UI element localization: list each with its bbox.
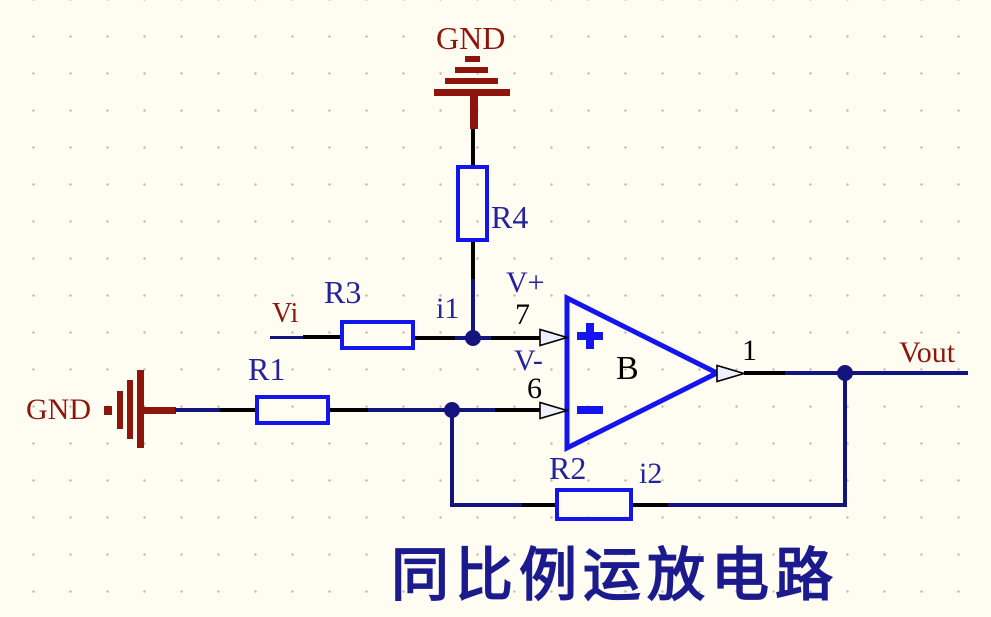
ground-left-icon[interactable] — [127, 380, 133, 439]
ground-top-icon[interactable] — [465, 56, 480, 62]
ground-left-icon[interactable] — [117, 391, 123, 429]
wire-vi-r3[interactable] — [303, 335, 341, 339]
wire-to-junction[interactable] — [368, 408, 458, 412]
resistor-r2[interactable] — [555, 488, 633, 521]
wire-r2-out[interactable] — [633, 503, 669, 507]
resistor-r4[interactable] — [456, 165, 489, 242]
r3-label[interactable]: R3 — [324, 274, 362, 310]
wire-r1-out[interactable] — [330, 408, 370, 412]
wire-gnd-stub[interactable] — [175, 408, 221, 412]
pin-arrow-glyph — [716, 364, 746, 383]
pin-arrow-1[interactable] — [716, 364, 746, 383]
schematic-title[interactable]: 同比例运放电路 — [391, 543, 840, 608]
ground-top-stem[interactable] — [470, 95, 478, 129]
vminus-net-label[interactable]: V- — [514, 344, 543, 377]
ground-top-icon[interactable] — [445, 78, 498, 84]
wire-junction-pin7[interactable] — [491, 336, 541, 340]
opamp-body — [564, 293, 723, 453]
ground-left-icon[interactable] — [137, 370, 144, 448]
wire-r3-junction[interactable] — [415, 336, 457, 340]
wire-junction-pin6[interactable] — [495, 408, 541, 412]
wire-r4-junction[interactable] — [471, 279, 475, 339]
junction-dot-i1[interactable] — [465, 330, 481, 346]
junction-dot-output[interactable] — [837, 365, 853, 381]
wire-r4-down[interactable] — [471, 242, 475, 280]
r4-label[interactable]: R4 — [491, 199, 529, 235]
plus-symbol — [586, 323, 594, 349]
pin1-number[interactable]: 1 — [742, 334, 757, 367]
wire-junction-stub-right[interactable] — [458, 408, 496, 412]
r2-label[interactable]: R2 — [549, 450, 587, 486]
pin-arrow-7[interactable] — [539, 328, 569, 347]
gnd-left-label[interactable]: GND — [26, 393, 91, 426]
ground-top-icon[interactable] — [434, 89, 510, 96]
wire-output[interactable] — [785, 371, 968, 375]
junction-dot-inverting[interactable] — [444, 402, 460, 418]
vplus-net-label[interactable]: V+ — [506, 266, 545, 299]
ground-left-stem[interactable] — [144, 407, 176, 414]
resistor-r1[interactable] — [255, 395, 330, 425]
pin6-number[interactable]: 6 — [527, 372, 542, 405]
wire-gnd-r4[interactable] — [471, 129, 475, 167]
ground-top-icon[interactable] — [455, 67, 488, 73]
vi-port-label[interactable]: Vi — [272, 298, 299, 329]
i1-net-label[interactable]: i1 — [436, 292, 460, 325]
wire-vi-stub[interactable] — [270, 336, 304, 339]
wire-pin1-out[interactable] — [744, 371, 786, 375]
opamp-designator[interactable]: B — [616, 350, 639, 387]
resistor-r3[interactable] — [340, 320, 415, 350]
wire-feedback-right[interactable] — [668, 503, 847, 507]
wire-feedback-left-vertical[interactable] — [450, 412, 454, 507]
wire-feedback-right-vertical[interactable] — [843, 377, 847, 507]
r1-label[interactable]: R1 — [248, 351, 286, 387]
ground-left-icon[interactable] — [104, 406, 112, 415]
vout-port-label[interactable]: Vout — [899, 336, 956, 369]
pin-arrow-glyph — [539, 328, 569, 347]
gnd-top-label[interactable]: GND — [436, 20, 506, 56]
wire-feedback-left[interactable] — [450, 503, 523, 507]
opamp-triangle[interactable] — [560, 293, 725, 455]
pin7-number[interactable]: 7 — [515, 298, 530, 331]
i2-net-label[interactable]: i2 — [639, 457, 663, 490]
pin-arrow-glyph — [539, 401, 569, 420]
wire-gnd-r1[interactable] — [220, 408, 256, 412]
minus-symbol — [577, 406, 603, 414]
pin-arrow-6[interactable] — [539, 401, 569, 420]
wire-r2-in[interactable] — [522, 503, 556, 507]
